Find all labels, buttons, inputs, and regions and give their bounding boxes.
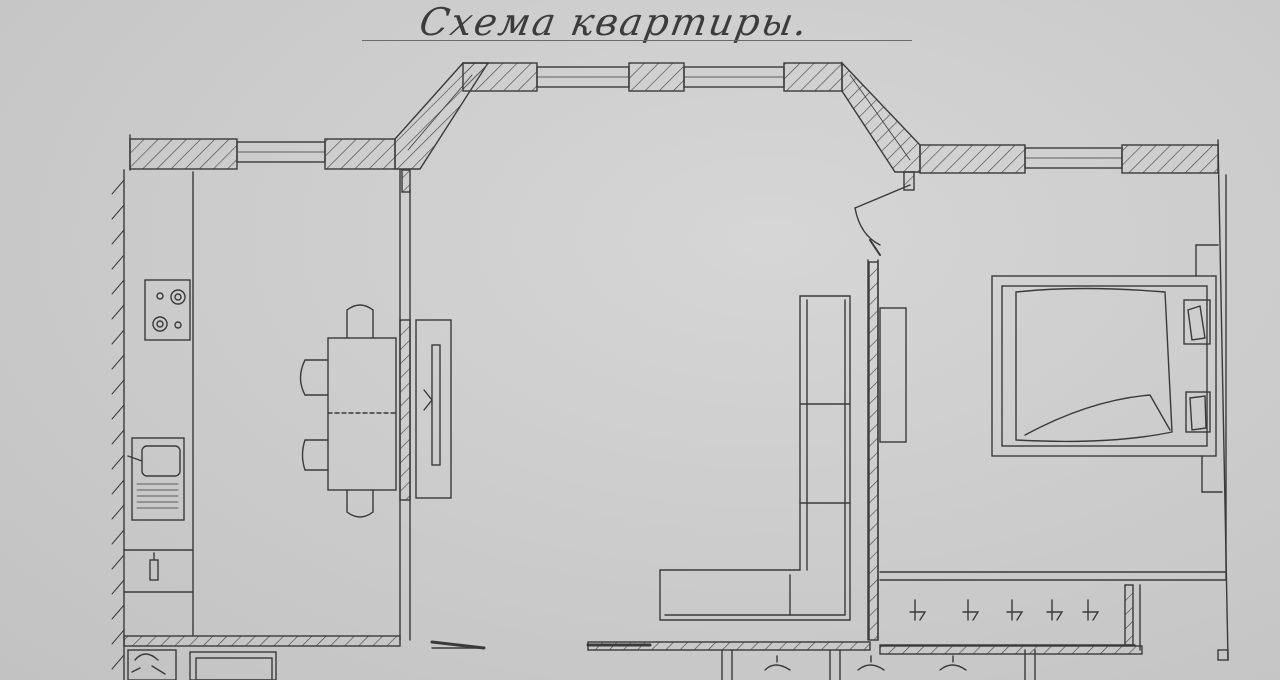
dining-table (327, 337, 397, 491)
sofa (659, 295, 851, 621)
stove (144, 279, 191, 341)
wardrobe (879, 571, 1227, 651)
exterior-wall-top (129, 61, 1219, 174)
sink (127, 437, 185, 521)
bed (991, 244, 1223, 493)
wall-segment (129, 138, 238, 170)
tv-wall (399, 319, 411, 501)
small-appliance (149, 552, 159, 581)
title-underline (362, 40, 912, 41)
interior-wall-bottom (123, 635, 1143, 655)
bay-wall-right (841, 61, 921, 173)
tv-unit (415, 319, 452, 499)
wall-segment (1121, 144, 1219, 174)
exterior-wall-right (1217, 139, 1229, 661)
wall-segment (324, 138, 396, 170)
wall-segment (462, 62, 538, 92)
clothes-hanger (909, 599, 1100, 621)
nightstand (1183, 299, 1211, 433)
bedroom-desk (879, 307, 907, 443)
partition-wall-bedroom (854, 171, 915, 641)
wall-segment (919, 144, 1026, 174)
dining-chair (299, 304, 374, 518)
hallway-fixtures (127, 649, 1229, 680)
kitchen-counter (123, 171, 194, 636)
wall-segment (628, 62, 685, 92)
exterior-wall-left (111, 134, 131, 680)
wall-segment (783, 62, 843, 92)
